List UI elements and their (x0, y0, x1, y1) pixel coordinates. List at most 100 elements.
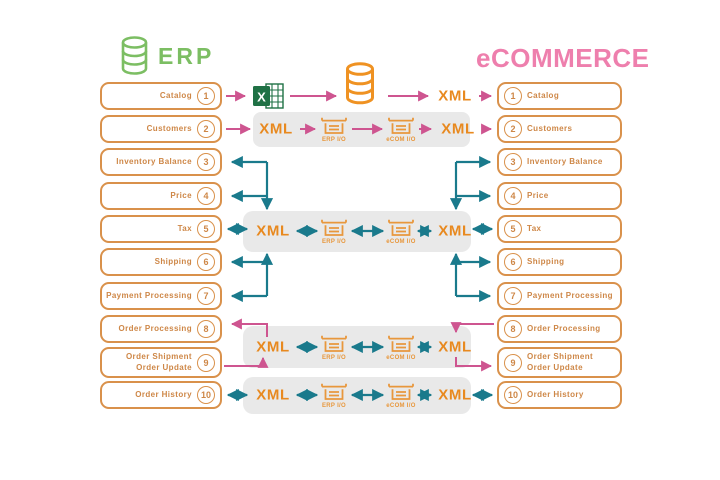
erp-io-node: ERP I/O (308, 335, 360, 361)
ecom-io-node: eCOM I/O (375, 335, 427, 361)
box-number: 10 (197, 386, 215, 404)
ecom-io-node: eCOM I/O (375, 383, 427, 409)
ecom-io-node: eCOM I/O (375, 219, 427, 245)
ecom-io-label: eCOM I/O (386, 137, 416, 143)
box-label: Customers (527, 123, 573, 133)
box-label: Order Processing (527, 323, 601, 333)
ecom-io-label: eCOM I/O (386, 239, 416, 245)
erp-io-label: ERP I/O (322, 137, 346, 143)
xml-label: XML (256, 222, 290, 240)
xml-label: XML (438, 87, 472, 105)
box-label: Price (527, 190, 549, 200)
box-label: Catalog (527, 90, 560, 100)
erp-box-customers: Customers 2 (100, 115, 222, 143)
box-label: Tax (527, 223, 542, 233)
xml-label: XML (259, 120, 293, 138)
erp-io-node: ERP I/O (308, 383, 360, 409)
erp-io-label: ERP I/O (322, 355, 346, 361)
ecom-box-order-processing: 8 Order Processing (497, 315, 622, 343)
box-label: Shipping (154, 256, 192, 266)
box-number: 1 (504, 87, 522, 105)
box-label: Order History (135, 389, 192, 399)
erp-io-label: ERP I/O (322, 403, 346, 409)
box-label: Order Shipment Order Update (125, 352, 192, 372)
box-number: 3 (504, 153, 522, 171)
erp-box-catalog: Catalog 1 (100, 82, 222, 110)
box-label: Shipping (527, 256, 565, 266)
box-label: Price (170, 190, 192, 200)
basket-io-icon (388, 117, 414, 134)
ecom-box-tax: 5 Tax (497, 215, 622, 243)
xml-label: XML (256, 386, 290, 404)
xml-label: XML (438, 222, 472, 240)
box-label: Payment Processing (527, 290, 613, 300)
box-number: 2 (197, 120, 215, 138)
ecom-io-label: eCOM I/O (386, 355, 416, 361)
box-label: Inventory Balance (527, 156, 603, 166)
erp-io-label: ERP I/O (322, 239, 346, 245)
box-label: Order Shipment Order Update (527, 352, 594, 372)
erp-box-inventory-balance: Inventory Balance 3 (100, 148, 222, 176)
box-number: 6 (504, 253, 522, 271)
basket-io-icon (321, 117, 347, 134)
basket-io-icon (321, 383, 347, 400)
ecom-box-order-shipment-update: 9 Order Shipment Order Update (497, 347, 622, 378)
erp-box-order-processing: Order Processing 8 (100, 315, 222, 343)
excel-file-icon: X (253, 83, 284, 109)
box-number: 2 (504, 120, 522, 138)
box-label: Payment Processing (106, 290, 192, 300)
ecom-box-order-history: 10 Order History (497, 381, 622, 409)
ecom-box-customers: 2 Customers (497, 115, 622, 143)
box-label: Tax (177, 223, 192, 233)
box-number: 5 (504, 220, 522, 238)
box-label: Order History (527, 389, 584, 399)
erp-database-icon (121, 36, 148, 75)
erp-box-order-shipment-update: Order Shipment Order Update 9 (100, 347, 222, 378)
erp-box-tax: Tax 5 (100, 215, 222, 243)
ecom-box-payment-processing: 7 Payment Processing (497, 282, 622, 310)
box-number: 1 (197, 87, 215, 105)
xml-label: XML (438, 386, 472, 404)
box-number: 7 (197, 287, 215, 305)
box-number: 10 (504, 386, 522, 404)
ecom-io-label: eCOM I/O (386, 403, 416, 409)
ecom-box-shipping: 6 Shipping (497, 248, 622, 276)
xml-label: XML (438, 338, 472, 356)
box-number: 4 (504, 187, 522, 205)
pink-arrows (224, 90, 494, 372)
erp-io-node: ERP I/O (308, 219, 360, 245)
basket-io-icon (321, 335, 347, 352)
box-number: 8 (197, 320, 215, 338)
ecom-box-price: 4 Price (497, 182, 622, 210)
erp-io-node: ERP I/O (308, 117, 360, 143)
xml-label: XML (256, 338, 290, 356)
box-label: Inventory Balance (116, 156, 192, 166)
erp-box-order-history: Order History 10 (100, 381, 222, 409)
erp-title: ERP (158, 43, 215, 69)
erp-box-shipping: Shipping 6 (100, 248, 222, 276)
box-number: 6 (197, 253, 215, 271)
erp-box-price: Price 4 (100, 182, 222, 210)
teal-arrows (226, 155, 494, 402)
box-number: 9 (197, 353, 215, 372)
erp-box-payment-processing: Payment Processing 7 (100, 282, 222, 310)
basket-io-icon (388, 219, 414, 236)
box-label: Catalog (159, 90, 192, 100)
box-number: 3 (197, 153, 215, 171)
box-label: Customers (146, 123, 192, 133)
basket-io-icon (321, 219, 347, 236)
ecom-box-inventory-balance: 3 Inventory Balance (497, 148, 622, 176)
ecommerce-title: eCOMMERCE (476, 43, 650, 73)
box-label: Order Processing (118, 323, 192, 333)
basket-io-icon (388, 335, 414, 352)
box-number: 5 (197, 220, 215, 238)
svg-text:X: X (257, 90, 266, 105)
basket-io-icon (388, 383, 414, 400)
ecom-box-catalog: 1 Catalog (497, 82, 622, 110)
staging-database-icon (346, 62, 374, 105)
box-number: 4 (197, 187, 215, 205)
ecom-io-node: eCOM I/O (375, 117, 427, 143)
box-number: 8 (504, 320, 522, 338)
